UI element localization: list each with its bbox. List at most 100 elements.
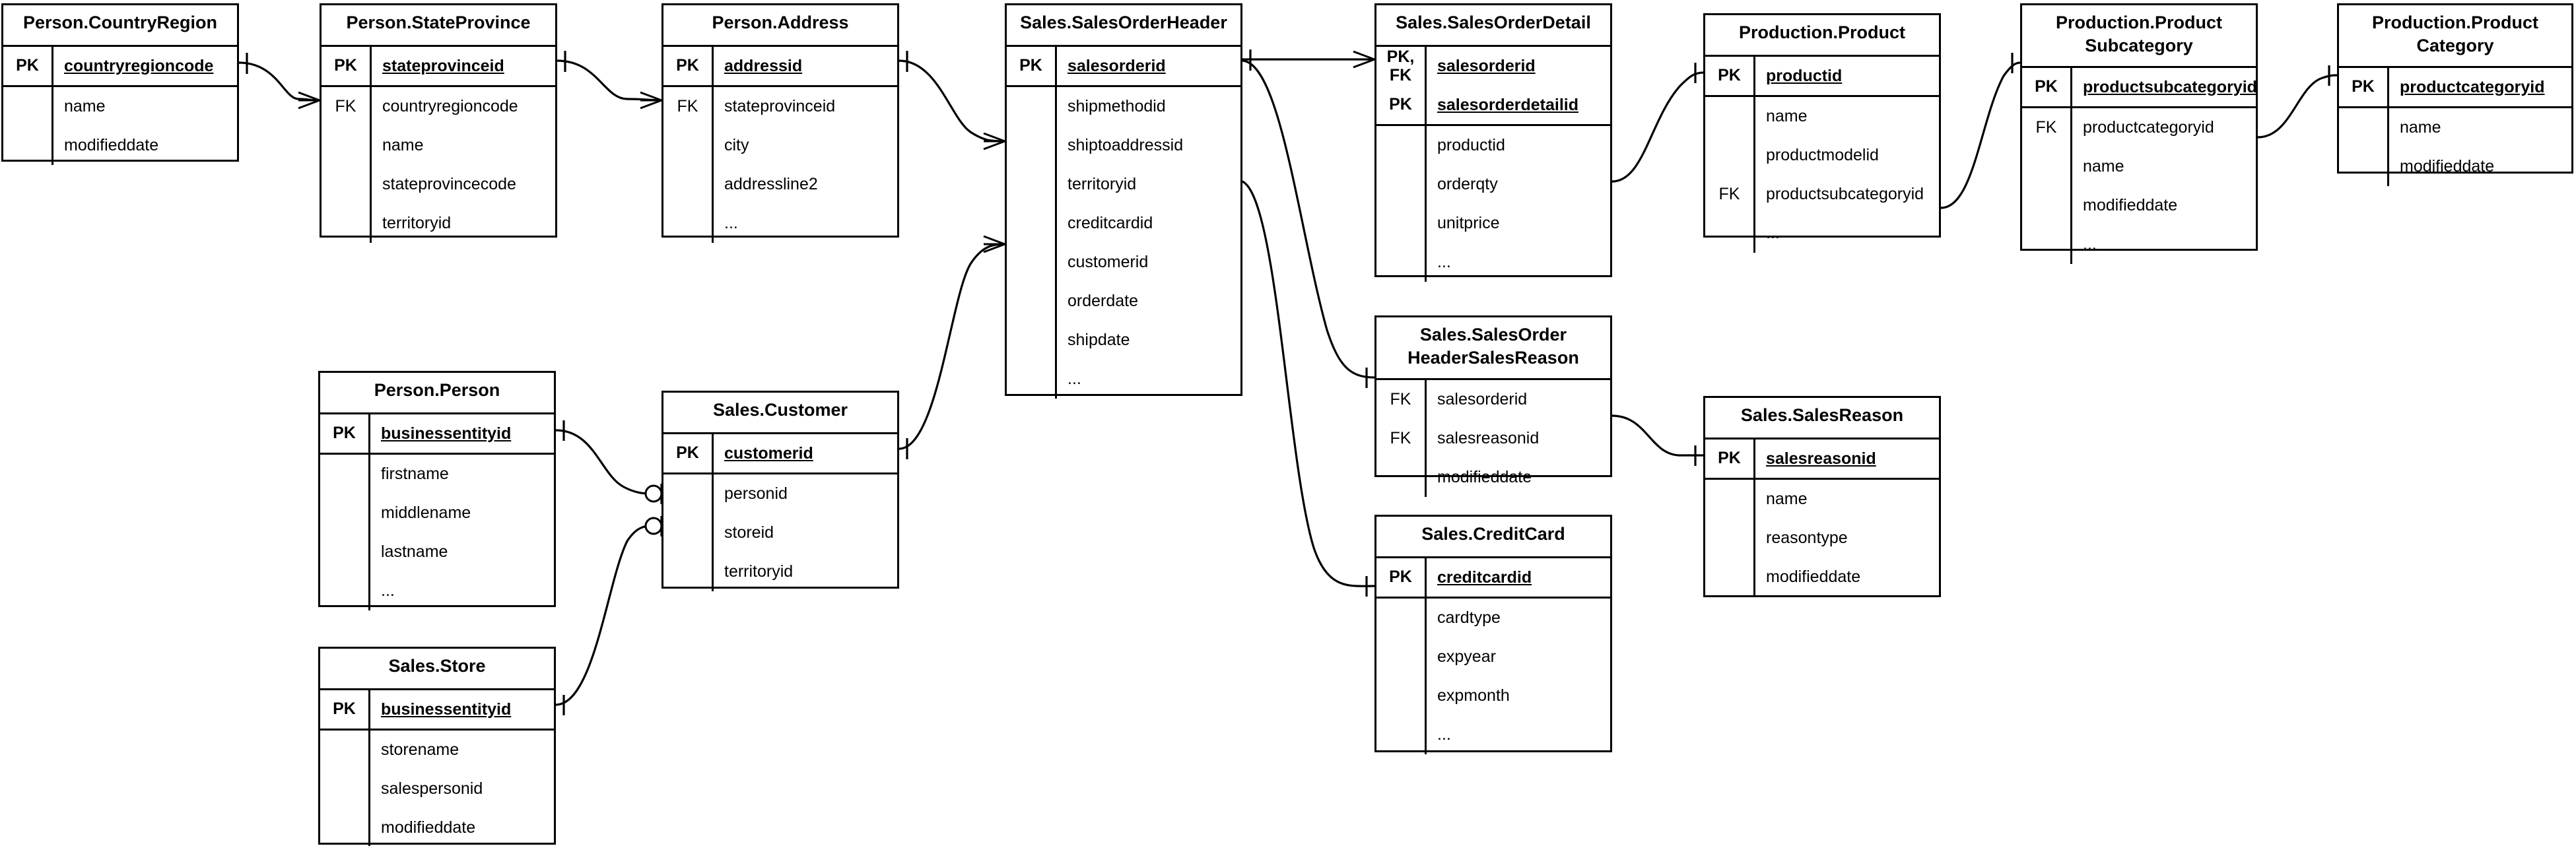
key-badge: FK <box>2022 108 2072 147</box>
attribute-row[interactable]: expyear <box>1376 637 1610 676</box>
attribute-row[interactable]: name <box>2339 108 2571 147</box>
attribute-name: ... <box>381 581 395 600</box>
attribute-row[interactable]: ... <box>1376 715 1610 754</box>
attribute-row[interactable]: storeid <box>663 513 897 552</box>
attribute-row[interactable]: ... <box>320 571 554 610</box>
attribute-row[interactable]: name <box>1705 480 1939 519</box>
attribute-row[interactable]: personid <box>663 474 897 513</box>
attribute-row[interactable]: modifieddate <box>2022 186 2256 225</box>
entity-title-sales-salesreason: Sales.SalesReason <box>1740 405 1904 425</box>
attribute-row[interactable]: modifieddate <box>1376 458 1610 497</box>
attribute-row[interactable]: name <box>1705 97 1939 136</box>
attribute-row[interactable]: ... <box>1705 214 1939 253</box>
key-badge <box>320 808 370 846</box>
attribute-row[interactable]: territoryid <box>322 204 555 243</box>
attribute-row[interactable]: customerid <box>1007 243 1240 282</box>
key-badge <box>1705 519 1755 558</box>
attribute-row[interactable]: salespersonid <box>320 769 554 808</box>
attribute-row[interactable]: shiptoaddressid <box>1007 126 1240 165</box>
key-badge <box>1007 282 1057 321</box>
attribute-row[interactable]: expmonth <box>1376 676 1610 715</box>
attribute-row[interactable]: creditcardid <box>1007 204 1240 243</box>
attribute-row[interactable]: modifieddate <box>3 126 237 165</box>
key-badge: PK <box>2339 68 2389 106</box>
attribute-row[interactable]: ... <box>1007 360 1240 399</box>
attribute-row[interactable]: firstname <box>320 455 554 494</box>
attribute-row[interactable]: ... <box>2022 225 2256 264</box>
attribute-row[interactable]: shipmethodid <box>1007 87 1240 126</box>
attribute-name: productmodelid <box>1766 146 1879 164</box>
attribute-row[interactable]: territoryid <box>663 552 897 591</box>
attribute-row[interactable]: addressline2 <box>663 165 897 204</box>
attribute-row[interactable]: stateprovincecode <box>322 165 555 204</box>
attribute-row[interactable]: modifieddate <box>1705 558 1939 597</box>
attribute-row[interactable]: orderdate <box>1007 282 1240 321</box>
key-badge <box>320 731 370 769</box>
attribute-row[interactable]: orderqty <box>1376 165 1610 204</box>
attribute-row[interactable]: cardtype <box>1376 599 1610 637</box>
attribute-row[interactable]: productmodelid <box>1705 136 1939 175</box>
attribute-row[interactable]: territoryid <box>1007 165 1240 204</box>
attribute-row[interactable]: city <box>663 126 897 165</box>
attribute-row[interactable]: storename <box>320 731 554 769</box>
attribute-row[interactable]: name <box>322 126 555 165</box>
attribute-name: modifieddate <box>1437 468 1532 486</box>
edge-customer-salesorderheader <box>898 243 1005 450</box>
attribute-row[interactable]: modifieddate <box>320 808 554 846</box>
attribute-row[interactable]: shipdate <box>1007 321 1240 360</box>
attribute-row[interactable]: middlename <box>320 494 554 533</box>
attribute-row[interactable]: name <box>3 87 237 126</box>
attribute-row[interactable]: modifieddate <box>2339 147 2571 186</box>
entity-title-person-countryregion: Person.CountryRegion <box>22 13 218 32</box>
attribute-row[interactable]: lastname <box>320 533 554 571</box>
attribute-row[interactable]: name <box>2022 147 2256 186</box>
attribute-row[interactable]: productid <box>1376 126 1610 165</box>
key-badge: PK <box>322 47 372 85</box>
attribute-row[interactable]: ... <box>663 204 897 243</box>
attribute-row[interactable]: reasontype <box>1705 519 1939 558</box>
attribute-row[interactable]: unitprice <box>1376 204 1610 243</box>
attribute-row[interactable]: ... <box>1376 243 1610 282</box>
attribute-name: modifieddate <box>1766 568 1861 586</box>
attribute-name: modifieddate <box>64 136 159 154</box>
attribute-name: addressline2 <box>724 175 818 193</box>
attribute-name: ... <box>1437 725 1451 744</box>
